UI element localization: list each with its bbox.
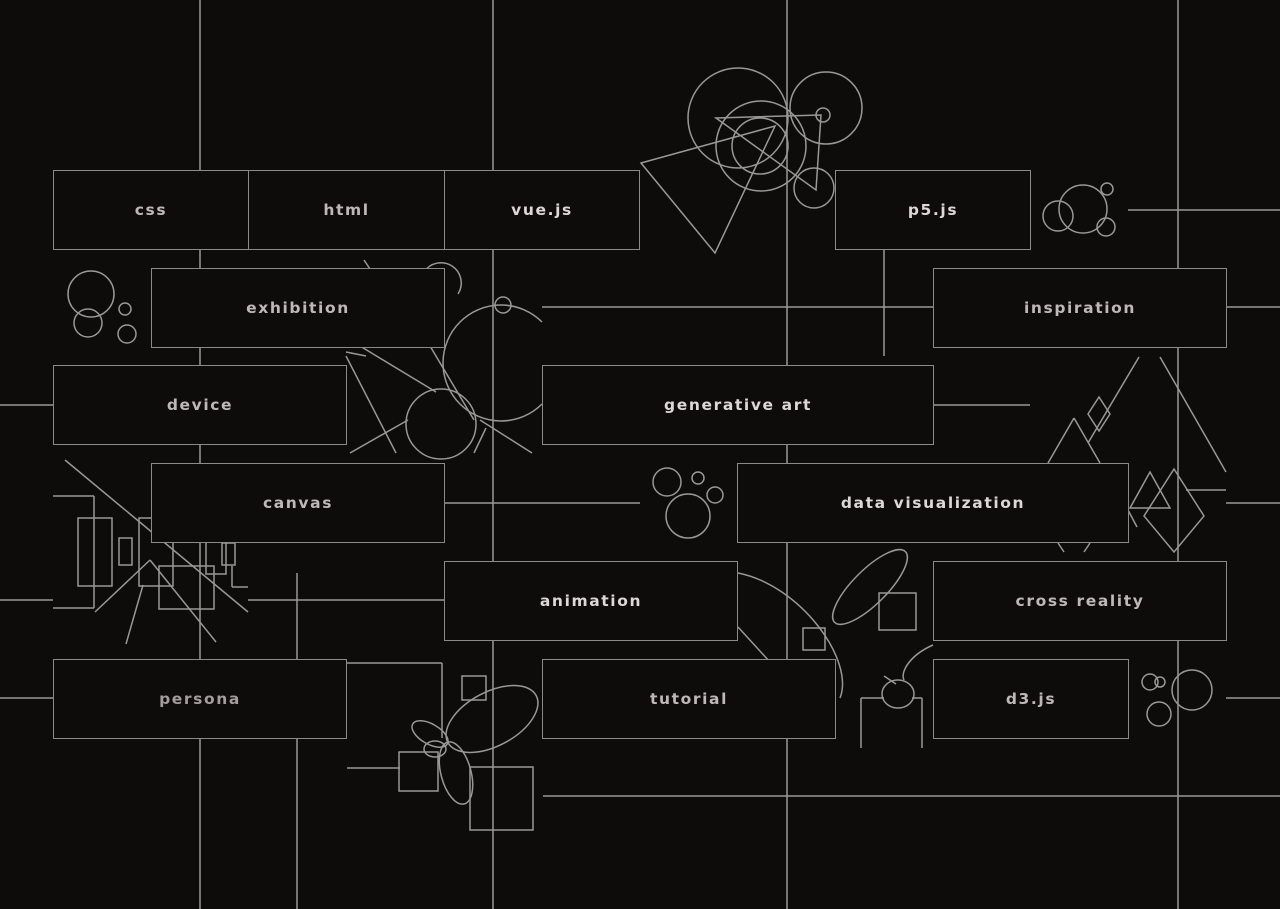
tag-label: animation (539, 592, 643, 610)
tag-label: inspiration (1023, 299, 1137, 317)
tag-label: d3.js (1005, 690, 1057, 708)
tag-vuejs[interactable]: vue.js (444, 170, 640, 250)
tag-cross-reality[interactable]: cross reality (933, 561, 1227, 641)
tag-label: device (166, 396, 234, 414)
tag-html[interactable]: html (248, 170, 445, 250)
tag-tutorial[interactable]: tutorial (542, 659, 836, 739)
tag-animation[interactable]: animation (444, 561, 738, 641)
tag-label: vue.js (511, 201, 573, 219)
bubble-cluster-shape (1141, 669, 1213, 727)
tag-p5js[interactable]: p5.js (835, 170, 1031, 250)
tag-css[interactable]: css (53, 170, 249, 250)
tag-label: canvas (262, 494, 334, 512)
tag-label: cross reality (1015, 592, 1145, 610)
tag-generative-art[interactable]: generative art (542, 365, 934, 445)
triangles-diamonds-shape (1047, 356, 1227, 554)
circles-triangles-shape (639, 67, 863, 255)
ellipses-squares-shape (737, 548, 934, 748)
tag-label: tutorial (649, 690, 729, 708)
tag-persona[interactable]: persona (53, 659, 347, 739)
bubble-cluster-shape (652, 467, 724, 539)
tag-d3js[interactable]: d3.js (933, 659, 1129, 739)
tag-inspiration[interactable]: inspiration (933, 268, 1227, 348)
bubble-cluster-shape (67, 270, 137, 344)
tag-label: html (323, 201, 370, 219)
tag-label: persona (159, 690, 241, 708)
tag-label: data visualization (840, 494, 1026, 512)
tag-label: generative art (664, 396, 812, 414)
tag-canvas[interactable]: canvas (151, 463, 445, 543)
tag-label: exhibition (246, 299, 350, 317)
tag-device[interactable]: device (53, 365, 347, 445)
tag-exhibition[interactable]: exhibition (151, 268, 445, 348)
bubble-cluster-shape (1042, 182, 1116, 237)
tag-label: css (134, 201, 168, 219)
flower-squares-shape (347, 662, 539, 831)
circle-lines-shape (345, 259, 543, 460)
tag-label: p5.js (907, 201, 959, 219)
tag-data-visualization[interactable]: data visualization (737, 463, 1129, 543)
